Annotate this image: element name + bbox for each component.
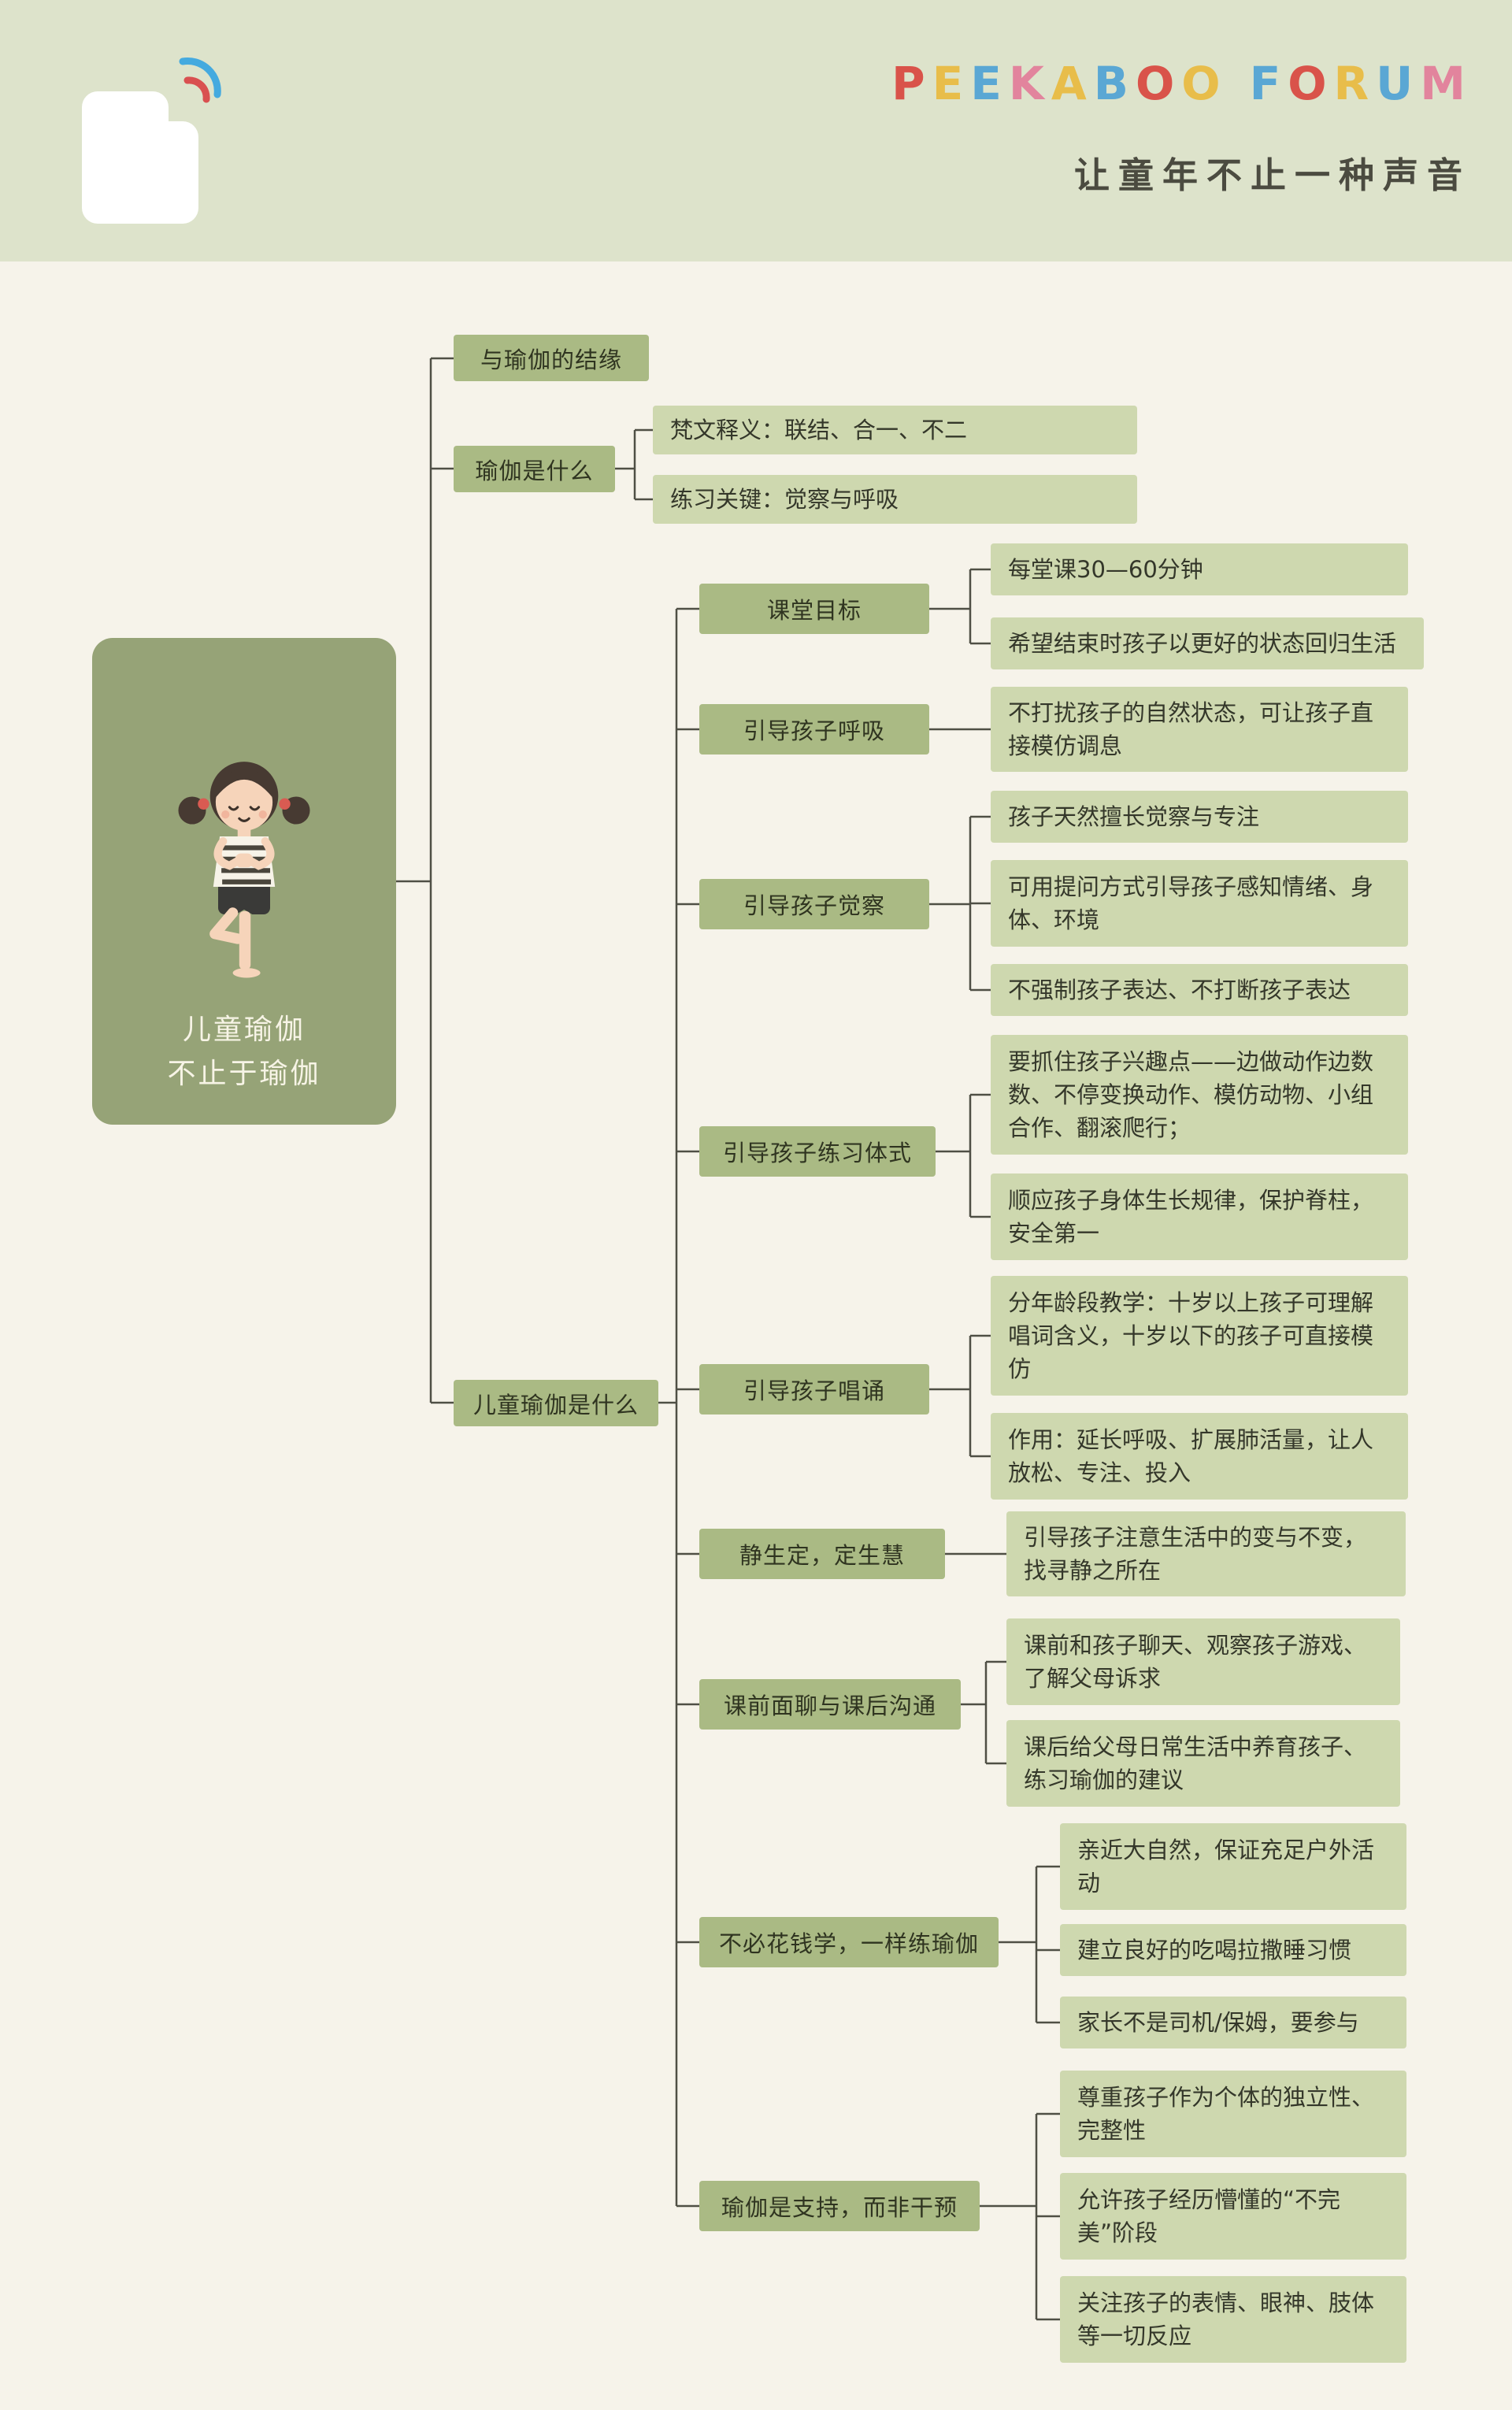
leaf-node: 关注孩子的表情、眼神、肢体等一切反应	[1060, 2276, 1406, 2363]
leaf-node: 孩子天然擅长觉察与专注	[991, 791, 1408, 843]
topic-guide-chanting: 引导孩子唱诵	[699, 1364, 929, 1414]
root-node: 儿童瑜伽 不止于瑜伽	[92, 638, 396, 1125]
brand-letter: B	[1093, 57, 1136, 110]
brand-letter: A	[1051, 57, 1094, 110]
branch-yoga-encounter: 与瑜伽的结缘	[454, 335, 649, 381]
root-title: 儿童瑜伽 不止于瑜伽	[167, 1008, 321, 1096]
leaf-node: 课后给父母日常生活中养育孩子、练习瑜伽的建议	[1006, 1720, 1400, 1807]
brand-letter: E	[932, 57, 971, 110]
topic-stillness-wisdom: 静生定，定生慧	[699, 1529, 945, 1579]
brand-letter: R	[1333, 57, 1377, 110]
brand-letter: U	[1376, 57, 1421, 110]
brand-letter: K	[1008, 57, 1051, 110]
leaf-node: 分年龄段教学：十岁以上孩子可理解唱词含义，十岁以下的孩子可直接模仿	[991, 1276, 1408, 1396]
topic-guide-asana: 引导孩子练习体式	[699, 1126, 936, 1177]
leaf-node: 建立良好的吃喝拉撒睡习惯	[1060, 1924, 1406, 1976]
leaf-node: 可用提问方式引导孩子感知情绪、身体、环境	[991, 860, 1408, 947]
leaf-node: 作用：延长呼吸、扩展肺活量，让人放松、专注、投入	[991, 1413, 1408, 1500]
topic-guide-awareness: 引导孩子觉察	[699, 879, 929, 929]
branch-what-is-kids-yoga: 儿童瑜伽是什么	[454, 1380, 658, 1426]
topic-guide-breathing: 引导孩子呼吸	[699, 704, 929, 755]
leaf-node: 顺应孩子身体生长规律，保护脊柱，安全第一	[991, 1173, 1408, 1260]
brand-letter: E	[970, 57, 1009, 110]
topic-support-not-interfere: 瑜伽是支持，而非干预	[699, 2181, 980, 2231]
leaf-node: 练习关键：觉察与呼吸	[653, 475, 1137, 524]
topic-practice-for-free: 不必花钱学，一样练瑜伽	[699, 1917, 999, 1967]
peekaboo-logo-icon	[50, 36, 247, 233]
leaf-node: 希望结束时孩子以更好的状态回归生活	[991, 617, 1424, 669]
leaf-node: 梵文释义：联结、合一、不二	[653, 406, 1137, 454]
brand-letter: M	[1420, 57, 1473, 110]
brand-letter: O	[1135, 57, 1182, 110]
leaf-node: 允许孩子经历懵懂的“不完美”阶段	[1060, 2173, 1406, 2260]
leaf-node: 引导孩子注意生活中的变与不变，找寻静之所在	[1006, 1511, 1406, 1596]
leaf-node: 课前和孩子聊天、观察孩子游戏、了解父母诉求	[1006, 1618, 1400, 1705]
leaf-node: 亲近大自然，保证充足户外活动	[1060, 1823, 1406, 1910]
topic-class-goal: 课堂目标	[699, 584, 929, 634]
topic-pre-post-class-talk: 课前面聊与课后沟通	[699, 1679, 961, 1730]
leaf-node: 要抓住孩子兴趣点——边做动作边数数、不停变换动作、模仿动物、小组合作、翻滚爬行；	[991, 1035, 1408, 1155]
brand-tagline: 让童年不止一种声音	[1073, 154, 1471, 196]
leaf-node: 不强制孩子表达、不打断孩子表达	[991, 964, 1408, 1016]
yoga-girl-illustration	[178, 762, 310, 978]
branch-what-is-yoga: 瑜伽是什么	[454, 446, 615, 492]
brand-letter: F	[1249, 57, 1288, 110]
leaf-node: 家长不是司机/保姆，要参与	[1060, 1997, 1406, 2048]
brand-letter: O	[1288, 57, 1334, 110]
leaf-node: 每堂课30—60分钟	[991, 543, 1408, 595]
root-title-line2: 不止于瑜伽	[167, 1058, 321, 1091]
leaf-node: 尊重孩子作为个体的独立性、完整性	[1060, 2071, 1406, 2157]
brand-letter: P	[891, 57, 932, 110]
leaf-node: 不打扰孩子的自然状态，可让孩子直接模仿调息	[991, 687, 1408, 772]
brand-letter: O	[1181, 57, 1228, 110]
root-title-line1: 儿童瑜伽	[182, 1014, 306, 1047]
